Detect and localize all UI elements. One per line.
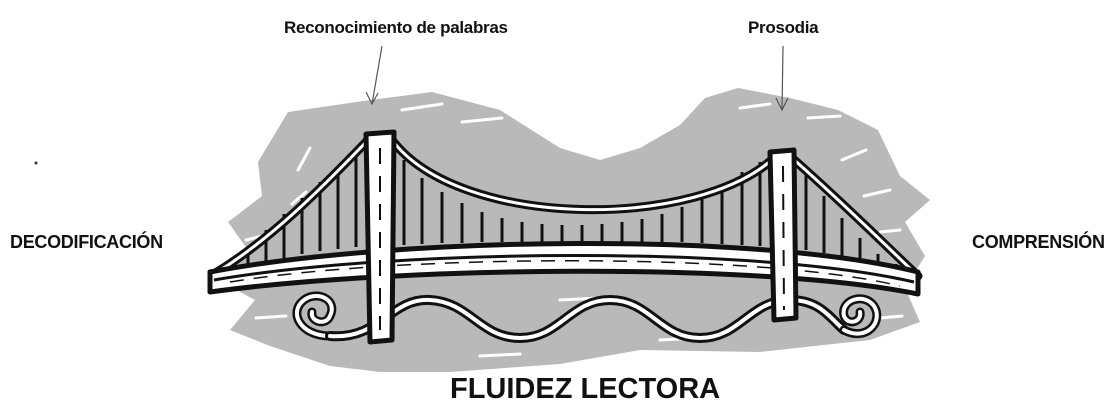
left-tower (363, 129, 397, 345)
label-prosody: Prosodia (748, 18, 819, 37)
diagram-title: FLUIDEZ LECTORA (450, 373, 721, 405)
arrow-right (775, 45, 789, 112)
right-tower (767, 147, 799, 323)
suspension-cable-right (787, 153, 923, 281)
arrow-left (365, 45, 383, 106)
stray-mark (34, 161, 38, 165)
suspension-cable-left (209, 135, 373, 279)
suspension-cable-main (387, 135, 781, 215)
label-decoding: DECODIFICACIÓN (10, 232, 163, 252)
label-word-recognition: Reconocimiento de palabras (284, 18, 508, 37)
label-comprehension: COMPRENSIÓN (972, 232, 1105, 252)
background-shape (222, 88, 930, 372)
